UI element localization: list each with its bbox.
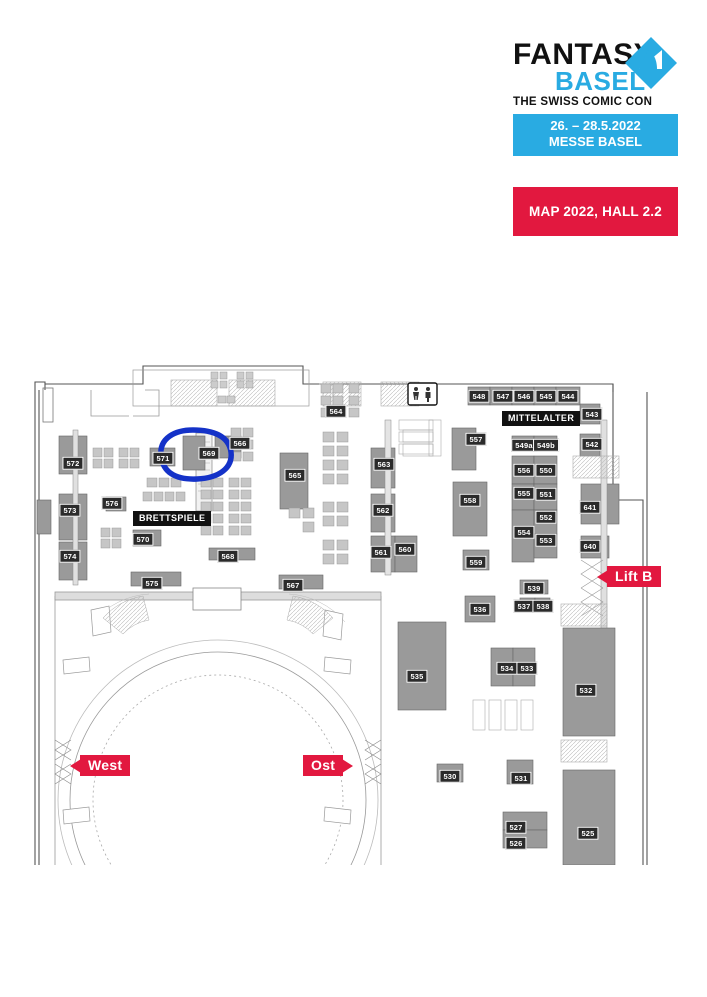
- event-date-line: 26. – 28.5.2022: [550, 118, 641, 133]
- booth-number-530: 530: [439, 769, 461, 783]
- section-label-mittelalter: MITTELALTER: [502, 411, 581, 426]
- seating-grid-central: [288, 431, 349, 565]
- booth-number-566: 566: [229, 436, 251, 450]
- floor-plan-svg: [34, 365, 648, 865]
- booth-number-561: 561: [370, 545, 392, 559]
- booth-number-545: 545: [535, 389, 557, 403]
- booth-number-641: 641: [579, 500, 601, 514]
- event-date-badge: 26. – 28.5.2022 MESSE BASEL: [513, 114, 678, 156]
- direction-marker-ost: Ost: [303, 755, 354, 777]
- diamond-sail-icon: [625, 37, 677, 89]
- booth-number-536: 536: [469, 602, 491, 616]
- booth-number-576: 576: [101, 496, 123, 510]
- booth-number-552: 552: [535, 510, 557, 524]
- booth-number-554: 554: [513, 525, 535, 539]
- central-atrium: [54, 587, 382, 865]
- booth-number-544: 544: [557, 389, 579, 403]
- arrow-left-icon: [597, 569, 608, 584]
- booth-number-549b: 549b: [533, 438, 559, 452]
- logo-wordmark-row: FANTASY BASEL: [513, 36, 678, 94]
- direction-marker-lift-b: Lift B: [597, 566, 661, 588]
- direction-label-ost: Ost: [303, 755, 344, 777]
- event-logo: FANTASY BASEL THE SWISS COMIC CON 26. – …: [513, 36, 678, 156]
- booth-number-570: 570: [132, 532, 154, 546]
- booth-number-543: 543: [581, 407, 603, 421]
- booth-number-548: 548: [468, 389, 490, 403]
- booth-number-568: 568: [217, 549, 239, 563]
- arrow-right-icon: [342, 758, 354, 773]
- logo-tagline: THE SWISS COMIC CON: [513, 96, 653, 108]
- booth-number-539: 539: [523, 581, 545, 595]
- booth-number-569: 569: [198, 446, 220, 460]
- restroom-icon: [407, 382, 438, 406]
- arrow-left-icon: [70, 758, 81, 773]
- booth-block-535: [397, 621, 447, 711]
- logo-basel-text: BASEL: [555, 66, 646, 96]
- booth-number-564: 564: [325, 404, 347, 418]
- booth-number-532: 532: [575, 683, 597, 697]
- booth-number-557: 557: [465, 432, 487, 446]
- booth-number-571: 571: [152, 451, 174, 465]
- floor-plan-map: [33, 360, 675, 865]
- booth-number-555: 555: [513, 486, 535, 500]
- direction-label-lift-b: Lift B: [607, 566, 661, 588]
- booth-number-567: 567: [282, 578, 304, 592]
- booth-number-527: 527: [505, 820, 527, 834]
- booth-number-560: 560: [394, 542, 416, 556]
- booth-number-526: 526: [505, 836, 527, 850]
- booth-number-533: 533: [516, 661, 538, 675]
- booth-number-574: 574: [59, 549, 81, 563]
- event-venue-line: MESSE BASEL: [548, 134, 643, 150]
- booth-number-558: 558: [459, 493, 481, 507]
- booth-number-546: 546: [513, 389, 535, 403]
- booth-number-565: 565: [284, 468, 306, 482]
- section-label-brettspiele: BRETTSPIELE: [133, 511, 212, 526]
- booth-number-542: 542: [581, 437, 603, 451]
- booth-number-525: 525: [577, 826, 599, 840]
- booth-number-556: 556: [513, 463, 535, 477]
- map-title-badge: MAP 2022, HALL 2.2: [513, 187, 678, 236]
- booth-number-547: 547: [492, 389, 514, 403]
- seating-grid-568: [200, 477, 252, 536]
- booth-number-553: 553: [535, 533, 557, 547]
- booth-number-563: 563: [373, 457, 395, 471]
- booth-number-559: 559: [465, 555, 487, 569]
- booth-number-551: 551: [535, 487, 557, 501]
- booth-number-538: 538: [532, 599, 554, 613]
- booth-number-550: 550: [535, 463, 557, 477]
- direction-marker-west: West: [70, 755, 131, 777]
- booth-number-572: 572: [62, 456, 84, 470]
- booth-number-537: 537: [513, 599, 535, 613]
- hall-outline: [34, 365, 648, 865]
- booth-number-534: 534: [496, 661, 518, 675]
- annotation-circle: [158, 427, 234, 482]
- booth-number-562: 562: [372, 503, 394, 517]
- booth-number-575: 575: [141, 576, 163, 590]
- booth-number-640: 640: [579, 539, 601, 553]
- top-concourse-area: [42, 369, 420, 423]
- booth-number-531: 531: [510, 771, 532, 785]
- booth-number-535: 535: [406, 669, 428, 683]
- booth-number-573: 573: [59, 503, 81, 517]
- direction-label-west: West: [80, 755, 131, 777]
